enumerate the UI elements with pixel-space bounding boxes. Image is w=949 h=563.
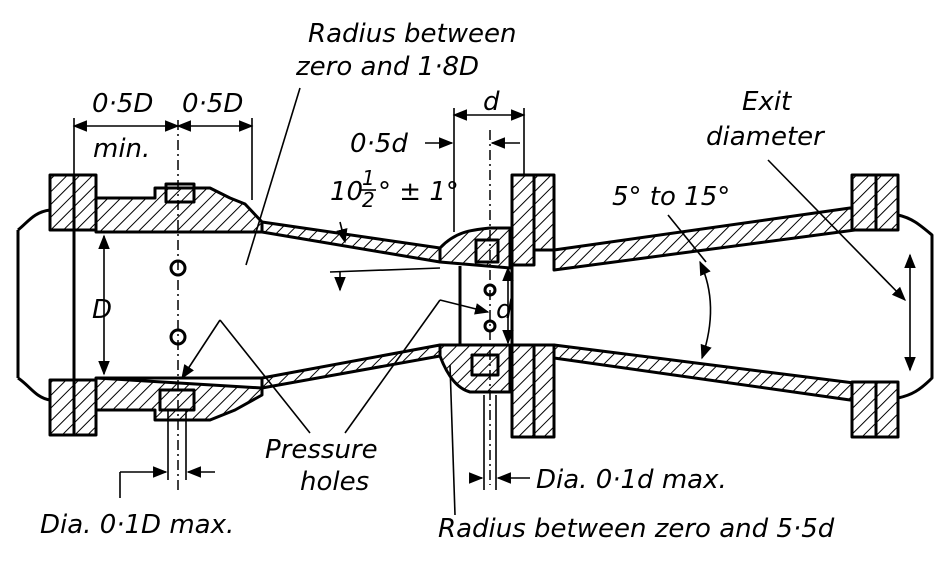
throat-bottom-wall: [438, 343, 512, 394]
inlet-flange-top-b: [72, 173, 98, 232]
label-diverging-angle: 5° to 15°: [612, 182, 730, 212]
radius-throat-leader: [245, 87, 301, 266]
label-exit-diameter-line1: Exit: [742, 87, 792, 117]
exit-flange-bottom-b: [874, 380, 900, 439]
label-converging-angle-main: 10: [330, 177, 363, 207]
label-half-d-cone: 0·5D: [182, 89, 243, 119]
exit-flange-top-a: [850, 173, 878, 232]
inlet-flange-bottom-b: [72, 378, 98, 437]
inlet-cylinder-top-wall: [94, 186, 264, 234]
label-half-d-small: 0·5d: [350, 129, 408, 159]
convergent-angle-ref-line: [329, 267, 441, 273]
inlet-flange-bottom-a: [48, 378, 76, 437]
pressure-hole-leader-right: [344, 299, 441, 434]
convergent-angle-leader: [336, 221, 348, 244]
divergent-angle-arc: [699, 260, 712, 360]
throat-flange-top-a: [510, 173, 536, 267]
labels: Radius between zero and 1·8D 0·5D min. 0…: [40, 19, 835, 544]
throat-flange-bottom-a: [510, 343, 536, 439]
outlet-pipe: [897, 213, 934, 400]
throat-pressure-plug-top: [474, 238, 500, 264]
converging-cone-bottom-wall: [260, 343, 442, 390]
converging-cone-top-wall: [260, 220, 442, 264]
label-dia-big: Dia. 0·1D max.: [40, 510, 234, 540]
label-dia-small: Dia. 0·1d max.: [536, 465, 727, 495]
exit-flange-top-b: [874, 173, 900, 232]
label-converging-angle-tail: ° ± 1°: [378, 177, 459, 207]
inlet-pressure-plug-top: [164, 182, 196, 204]
diverging-cone-top-wall: [552, 206, 872, 272]
inlet-pressure-plug-bottom: [158, 388, 196, 412]
label-pressure-holes-line2: holes: [300, 467, 369, 497]
throat-flange-bottom-b: [532, 343, 556, 439]
label-d-top: d: [483, 87, 500, 117]
label-exit-diameter-line2: diameter: [706, 122, 826, 152]
inlet-pipe-top-wall: [17, 208, 52, 232]
label-half-d-min: min.: [93, 134, 150, 164]
pressure-hole-leader-left-tip: [181, 319, 221, 380]
divergent-angle-leader: [667, 214, 707, 263]
inlet-pipe-bottom-wall: [17, 376, 52, 402]
label-big-d: D: [92, 295, 112, 325]
label-radius-throat-line2: zero and 1·8D: [295, 52, 479, 82]
label-radius-exit: Radius between zero and 5·5d: [438, 514, 835, 544]
dimension-lines: [72, 87, 916, 516]
throat-pressure-plug-bottom: [470, 353, 500, 377]
inlet-flange-top-a: [48, 173, 76, 232]
label-small-d: d: [496, 295, 513, 325]
label-pressure-holes-line1: Pressure: [265, 435, 378, 465]
radius-exit-leader: [449, 364, 456, 516]
diverging-cone-bottom-wall: [552, 343, 872, 402]
pressure-hole-leader-left: [219, 319, 311, 434]
label-converging-angle-den: 2: [362, 188, 375, 212]
label-half-d-upstream: 0·5D: [92, 89, 153, 119]
exit-flange-bottom-a: [850, 380, 878, 439]
pressure-hole-leader-right-tip: [439, 299, 490, 315]
throat-flange-top-b: [532, 173, 556, 252]
inlet-cylinder-bottom-wall: [94, 376, 264, 422]
label-radius-throat-line1: Radius between: [308, 19, 516, 49]
exit-diameter-leader: [767, 159, 907, 302]
label-converging-angle-num: 1: [362, 166, 375, 190]
venturi-body: [16, 173, 934, 439]
